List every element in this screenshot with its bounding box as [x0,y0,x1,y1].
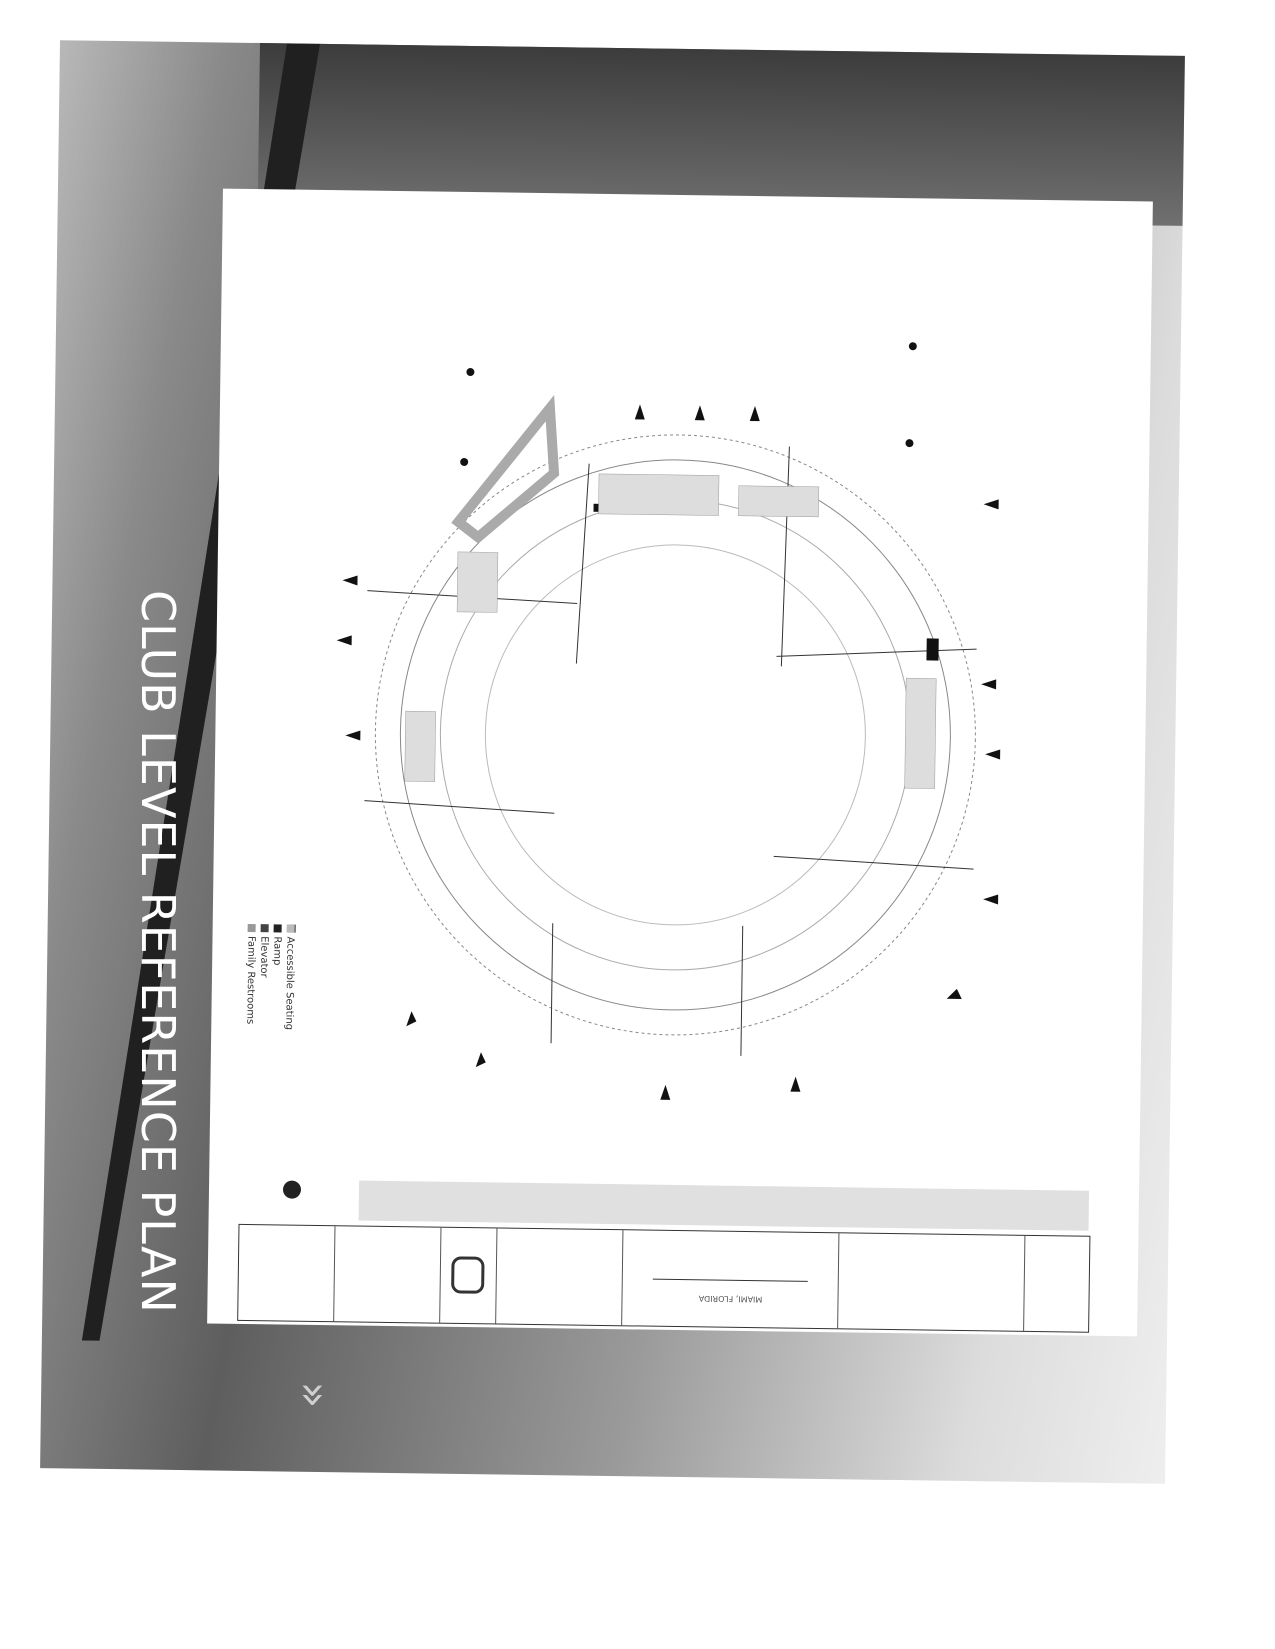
stadium-plan-drawing [282,342,1090,1231]
title-block-project-cell: MIAMI, FLORIDA [622,1230,840,1329]
slide-title: CLUB LEVEL REFERENCE PLAN [131,590,185,1314]
project-location: MIAMI, FLORIDA [698,1293,762,1304]
plan-panel: Accessible Seating Ramp Elevator Family … [207,188,1153,1337]
title-block-cell [838,1233,1026,1331]
legend-swatch [260,924,269,933]
title-block-cell [334,1226,442,1323]
legend-label: Ramp [271,936,283,966]
legend-label: Elevator [257,936,270,978]
legend-item: Family Restrooms [244,923,257,1030]
legend-swatch [286,924,295,933]
title-block-cell [1024,1236,1089,1332]
stadium-thumbnail-icon [451,1256,485,1294]
legend-swatch [273,924,282,933]
legend-label: Accessible Seating [283,936,296,1031]
legend-label: Family Restrooms [244,935,257,1025]
legend-item: Accessible Seating [283,924,296,1031]
double-chevron-down-icon[interactable]: » [288,1381,340,1409]
title-block-cell [238,1224,336,1322]
legend-item: Ramp [270,924,283,1030]
title-block-logo-cell [440,1227,498,1324]
plan-legend: Accessible Seating Ramp Elevator Family … [242,923,297,1031]
legend-swatch [247,923,256,933]
legend-item: Elevator [257,924,270,1030]
title-block-cell [496,1228,624,1326]
drawing-title-block: MIAMI, FLORIDA [237,1223,1091,1333]
